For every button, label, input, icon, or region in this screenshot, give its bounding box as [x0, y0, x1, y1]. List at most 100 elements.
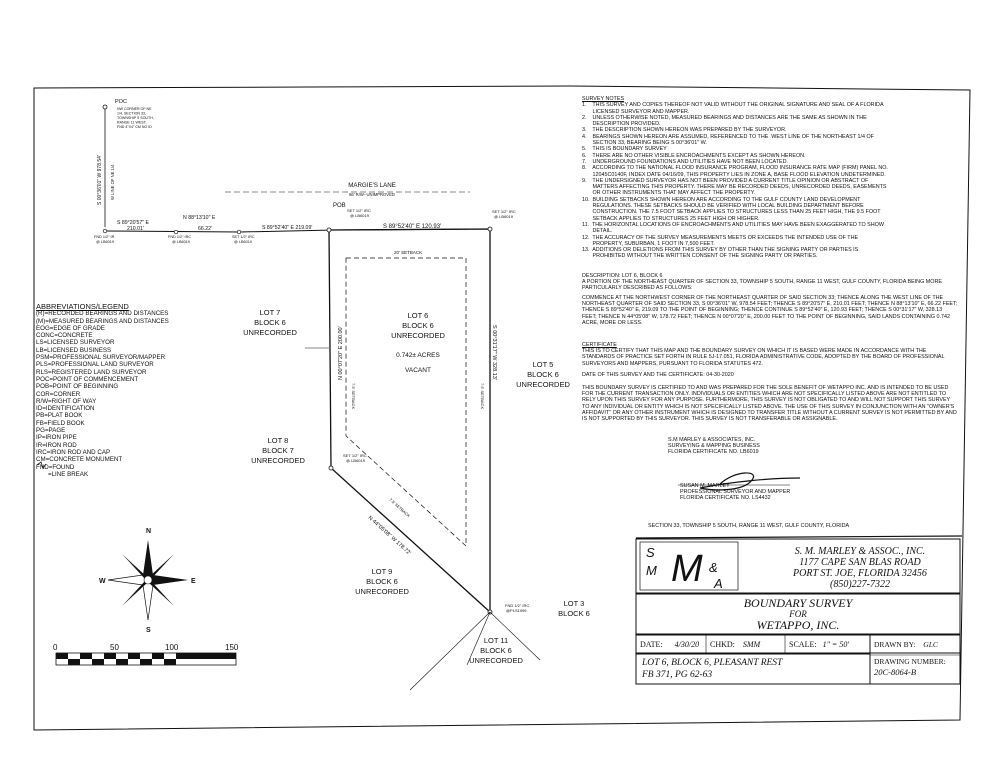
benefit-block: THIS BOUNDARY SURVEY IS CERTIFIED TO AND… [582, 385, 958, 422]
firm-name: S. M. MARLEY & ASSOC., INC. [794, 546, 926, 557]
firm-city: PORT ST. JOE, FLORIDA 32456 [793, 568, 927, 579]
sw-irc: @ LB6019 [346, 458, 366, 463]
date-cell: DATE: 4/30/20 [640, 640, 699, 649]
note-item: 4. BEARINGS SHOWN HEREON ARE ASSUMED, RE… [582, 133, 874, 147]
legend-item: PG=PAGE [36, 427, 66, 435]
lot7-label: BLOCK 6 [254, 318, 286, 327]
west-line-note: W LINE OF NE 1/4 [110, 164, 115, 200]
benefit-text: THIS BOUNDARY SURVEY IS CERTIFIED TO AND… [582, 385, 957, 423]
chkd-label: CHKD: [710, 640, 735, 649]
east-label: E [191, 578, 196, 585]
drawn-label: DRAWN BY: [874, 640, 916, 649]
scale-bar: 0 50 100 150 [53, 643, 239, 666]
note-item: 1. THIS SURVEY AND COPIES THEREOF NOT VA… [582, 102, 884, 115]
certificate-block: CERTIFICATE THIS IS TO CERTIFY THAT THIS… [582, 342, 958, 367]
legend-item: (R)=RECORDED BEARINGS AND DISTANCES [36, 310, 169, 318]
firm-block: S.M MARLEY & ASSOCIATES, INC. SURVEYING … [668, 437, 868, 456]
note-item: 10. BUILDING SETBACKS SHOWN HEREON ARE A… [582, 196, 881, 222]
legend-title: ABBREVIATIONS/LEGEND [36, 302, 129, 311]
iron-rod-marker [173, 229, 179, 235]
note-item: 5. THIS IS BOUNDARY SURVEY [582, 146, 667, 153]
lot6-label: LOT 6 [408, 311, 429, 320]
bearing-3: S 89°52'40" E 219.09' [262, 225, 312, 231]
setback-label: 20' SETBACK [394, 250, 422, 255]
note-item: 12. THE ACCURACY OF THE SURVEY MEASUREME… [582, 234, 859, 247]
lot-line-1: LOT 6, BLOCK 6, PLEASANT REST [642, 658, 783, 668]
lot3-label: LOT 3 [564, 599, 585, 608]
west-label: W [99, 578, 106, 585]
ir-label: FND 1/2" IR [94, 235, 115, 239]
scale-cell: SCALE: 1" = 50' [789, 640, 849, 649]
firm-line: SURVEYING & MAPPING BUSINESS [668, 443, 760, 450]
note-item: 6. THERE ARE NO OTHER VISIBLE ENCROACHME… [582, 152, 806, 159]
section-line-text: SECTION 33, TOWNSHIP 5 SOUTH, RANGE 11 W… [648, 523, 850, 529]
line-break-symbol [36, 461, 47, 469]
scale-tick: 0 [53, 643, 58, 652]
corner-marker [487, 226, 493, 232]
legend-item: CM=CONCRETE MONUMENT [36, 456, 123, 464]
distance-2: 66.22' [198, 226, 212, 232]
firm-phone: (850)227-7322 [830, 579, 890, 590]
firm-address: S. M. MARLEY & ASSOC., INC. 1177 CAPE SA… [770, 546, 950, 590]
s-irc: @PLS1999 [506, 608, 527, 613]
poc-marker [102, 104, 108, 110]
legend-item: COR=CORNER [36, 390, 81, 398]
sw-irc: SET 1/2" IRC [343, 453, 367, 458]
signature [699, 472, 801, 491]
svg-text:M: M [646, 563, 657, 578]
lot-line [489, 611, 541, 661]
legend-item: FB=FIELD BOOK [36, 419, 85, 427]
svg-text:S: S [646, 545, 655, 560]
ir-label: @ LB6019 [234, 240, 252, 244]
lot8-label: BLOCK 7 [262, 446, 294, 455]
svg-text:M: M [671, 548, 703, 590]
pob-irc: @ LB6019 [350, 213, 370, 218]
setback-label: 7.5' SETBACK [480, 383, 485, 409]
notes-title: SURVEY NOTES [582, 96, 625, 102]
corner-marker [328, 465, 334, 471]
lot8-label: LOT 8 [268, 436, 289, 445]
legend-item: =LINE BREAK [48, 470, 89, 478]
lot5-label: LOT 5 [533, 360, 554, 369]
date-label: DATE: [640, 640, 663, 649]
drawing-number: DRAWING NUMBER: 20C-8064-B [874, 657, 946, 677]
poc-note: 1/4, SECTION 33, [117, 112, 146, 116]
survey-title: BOUNDARY SURVEY FOR WETAPPO, INC. [636, 597, 960, 631]
ne-irc: SET 1/2" IRC [492, 209, 516, 214]
svg-text:A: A [713, 576, 723, 591]
chkd-value: SMM [742, 640, 761, 649]
survey-for: FOR [789, 609, 807, 619]
s-irc: FND 1/2" IRC [505, 603, 529, 608]
section-line: SECTION 33, TOWNSHIP 5 SOUTH, RANGE 11 W… [648, 523, 948, 529]
poc-note: NW CORNER OF NE [117, 107, 152, 111]
lot11-label: UNRECORDED [469, 656, 523, 665]
lot-line-2: FB 371, PG 62-63 [642, 670, 713, 680]
firm-line: S.M MARLEY & ASSOCIATES, INC. [668, 437, 756, 443]
signature-block: SUSAN M. MARLEY PROFESSIONAL SURVEYOR AN… [680, 483, 880, 502]
note-item: 2. UNLESS OTHERWISE NOTED, MEASURED BEAR… [582, 114, 867, 128]
setback-line [345, 257, 467, 547]
description-body-block: COMMENCE AT THE NORTHWEST CORNER OF THE … [582, 295, 958, 326]
legend-item: IR=IRON ROD [36, 441, 77, 449]
legend-item: LB=LICENSED BUSINESS [36, 346, 112, 354]
lot9-label: UNRECORDED [355, 587, 409, 596]
ne-irc: @ LB6019 [494, 214, 514, 219]
pob-label: POB [333, 203, 346, 209]
ir-label: @ LB6019 [172, 240, 190, 244]
ir-label: @ LB6019 [96, 240, 114, 244]
lot9-label: BLOCK 6 [366, 577, 398, 586]
legend-item: FND=FOUND [36, 463, 75, 471]
note-item: 7. UNDERGROUND FOUNDATIONS AND UTILITIES… [582, 158, 788, 165]
lot7-label: LOT 7 [260, 308, 281, 317]
legend-item: IRC=IRON ROD AND CAP [36, 448, 111, 456]
scale-label: SCALE: [789, 640, 817, 649]
bearing-1: S 89°20'57" E [117, 220, 150, 226]
poc-note: TOWNSHIP 5 SOUTH, [117, 116, 154, 120]
signature-title: PROFESSIONAL SURVEYOR AND MAPPER [680, 489, 791, 496]
certificate-heading: CERTIFICATE [582, 342, 617, 348]
pob-irc: SET 1/2" IRC [347, 208, 371, 213]
lot5-label: UNRECORDED [516, 380, 570, 389]
iron-rod-marker [236, 229, 242, 235]
certificate-date-line: DATE OF THIS SURVEY AND THE CERTIFICATE:… [582, 372, 734, 378]
